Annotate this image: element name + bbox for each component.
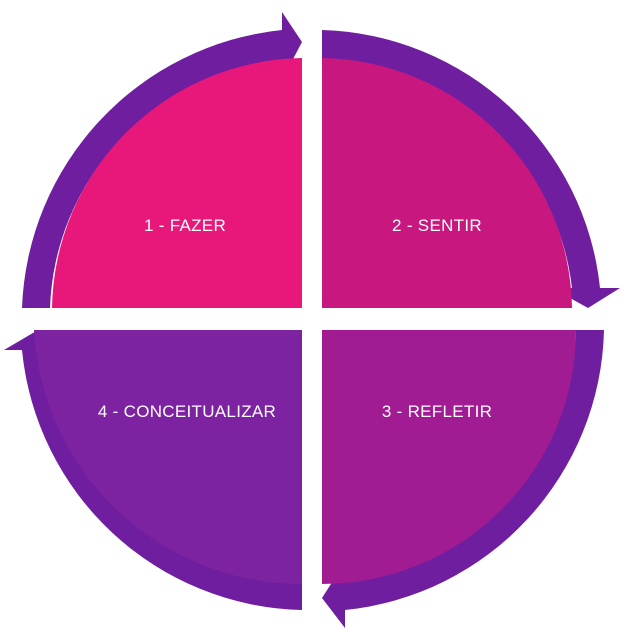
quadrant-3-fill	[322, 330, 576, 584]
quadrant-1-label: 1 - FAZER	[144, 216, 226, 235]
quadrant-2-fill	[322, 58, 572, 308]
quadrant-4-fill	[34, 330, 302, 585]
quadrant-3-label: 3 - REFLETIR	[382, 402, 492, 421]
arrow-ring-segment-3	[322, 330, 604, 628]
quadrant-4-label: 4 - CONCEITUALIZAR	[98, 402, 276, 421]
arrow-ring-segment-1	[22, 12, 302, 308]
arrow-ring	[4, 12, 620, 628]
quadrant-1-fill	[52, 58, 302, 308]
quadrant-2-label: 2 - SENTIR	[392, 216, 482, 235]
quadrant-labels: 1 - FAZER 2 - SENTIR 3 - REFLETIR 4 - CO…	[98, 216, 492, 421]
quadrants	[34, 58, 576, 585]
arrow-ring-segment-2	[322, 30, 620, 308]
